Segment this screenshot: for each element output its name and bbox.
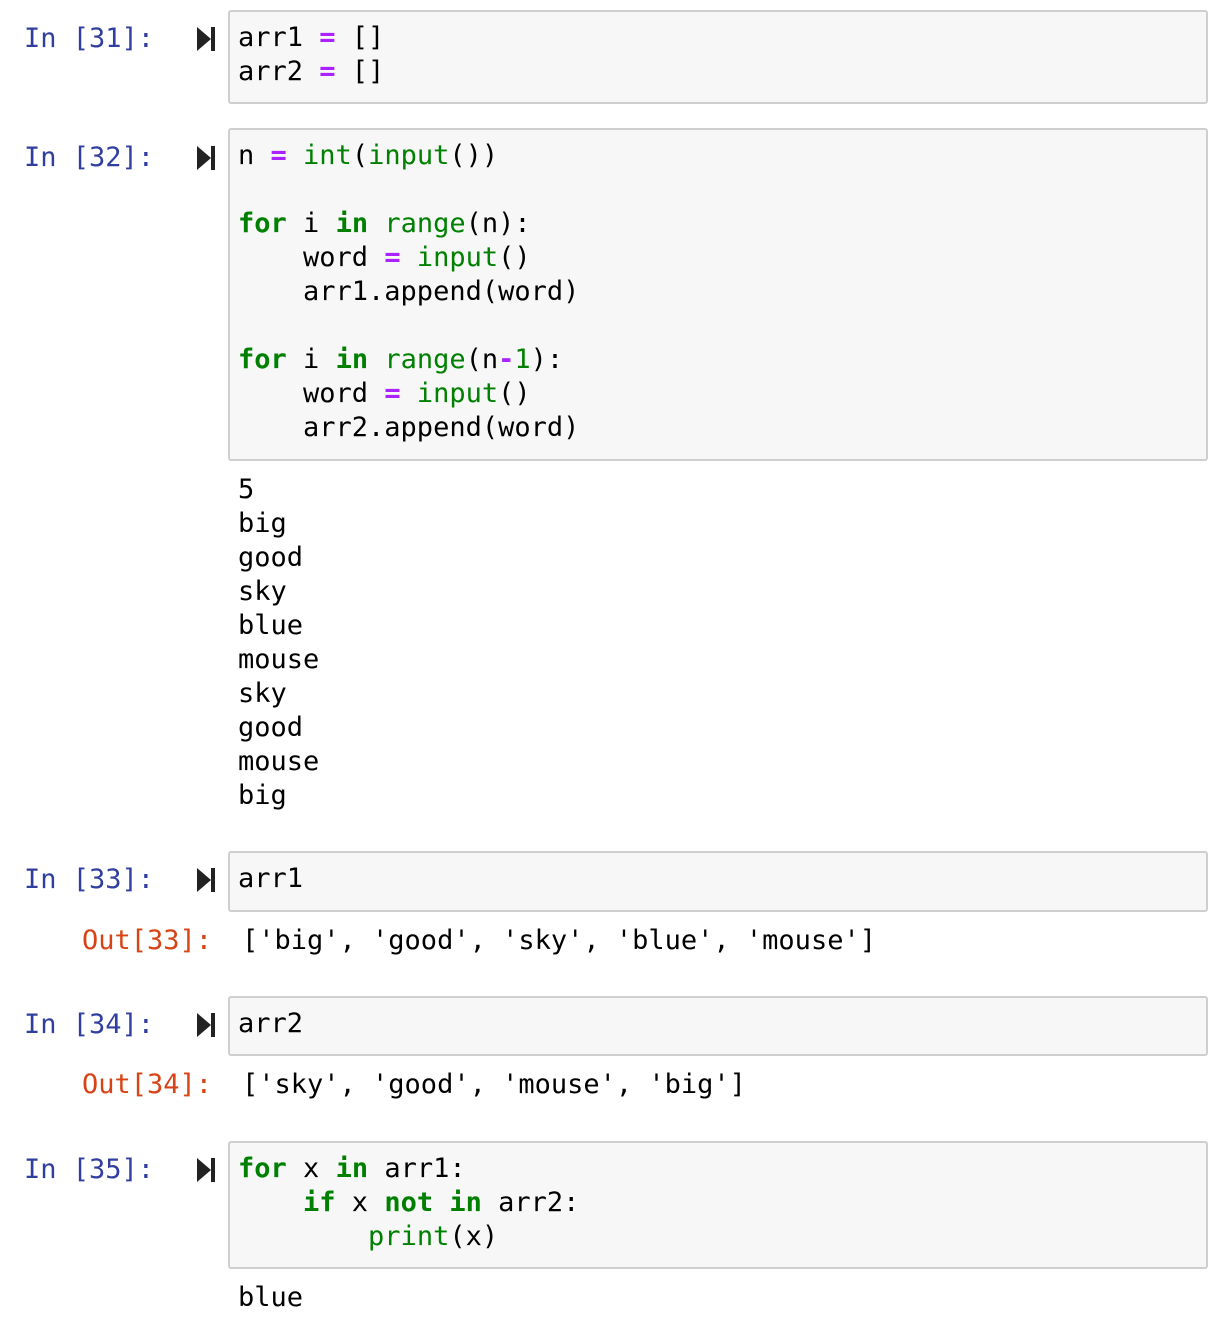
code-text: arr1 = [] arr2 = [] (238, 21, 384, 89)
code-input[interactable]: n = int(input()) for i in range(n): word… (228, 128, 1208, 461)
run-cell-icon[interactable] (196, 1157, 216, 1183)
code-line: arr1 = [] (238, 22, 385, 53)
code-line: print(x) (368, 1221, 499, 1252)
code-line: for i in range(n): (238, 208, 531, 239)
execute-result: ['big', 'good', 'sky', 'blue', 'mouse'] (242, 925, 876, 956)
run-cell-icon[interactable] (196, 1012, 216, 1038)
code-line: arr2 = [] (238, 56, 385, 87)
run-cell-icon[interactable] (196, 867, 216, 893)
code-line: arr1.append(word) (238, 276, 580, 307)
run-cell-icon[interactable] (196, 145, 216, 171)
code-line: for i in range(n-1): (238, 344, 564, 375)
code-line: if x not in arr2: (303, 1187, 580, 1218)
code-line: arr2.append(word) (238, 412, 580, 443)
in-prompt: In [34]: (24, 1009, 155, 1040)
out-prompt: Out[34]: (82, 1069, 213, 1100)
in-prompt: In [35]: (24, 1154, 155, 1185)
code-line: word = input() (238, 378, 531, 409)
in-prompt: In [33]: (24, 864, 155, 895)
in-prompt: In [31]: (24, 23, 155, 54)
code-text: arr2 (238, 1007, 303, 1041)
stream-output: 5 big good sky blue mouse sky good mouse… (238, 474, 320, 811)
code-input[interactable]: for x in arr1: if x not in arr2: print(x… (228, 1141, 1208, 1269)
code-line: n = int(input()) (238, 140, 499, 171)
stream-output: blue (238, 1282, 304, 1313)
code-text: for x in arr1: if x not in arr2: print(x… (238, 1152, 579, 1254)
code-input[interactable]: arr1 = [] arr2 = [] (228, 10, 1208, 104)
out-prompt: Out[33]: (82, 925, 213, 956)
code-text: n = int(input()) for i in range(n): word… (238, 139, 579, 445)
code-line: word = input() (238, 242, 531, 273)
code-text: arr1 (238, 862, 303, 896)
code-input[interactable]: arr2 (228, 996, 1208, 1056)
code-line: arr2 (238, 1008, 304, 1039)
run-cell-icon[interactable] (196, 26, 216, 52)
in-prompt: In [32]: (24, 142, 155, 173)
code-line: for x in arr1: (238, 1153, 466, 1184)
code-input[interactable]: arr1 (228, 851, 1208, 912)
execute-result: ['sky', 'good', 'mouse', 'big'] (242, 1069, 746, 1100)
code-line: arr1 (238, 863, 304, 894)
